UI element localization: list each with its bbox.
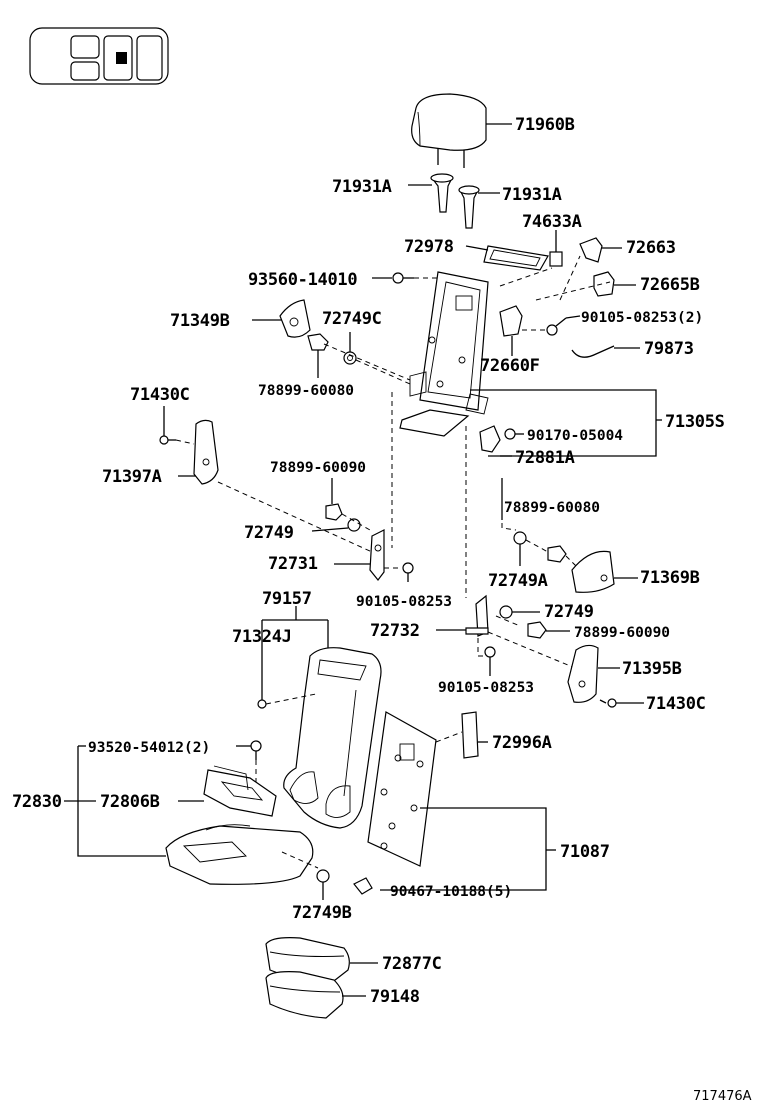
nut-72749-right[interactable]	[499, 605, 513, 619]
nut-72749-left[interactable]	[347, 518, 361, 532]
cover-71349B[interactable]	[279, 299, 311, 338]
bolt-90105-low[interactable]	[484, 646, 496, 658]
label-71397A: 71397A	[102, 467, 162, 487]
label-72749B: 72749B	[292, 903, 352, 923]
bolt-90105-top[interactable]	[546, 317, 567, 336]
label-74633A: 74633A	[522, 212, 582, 232]
label-72806B: 72806B	[100, 792, 160, 812]
cover-71397A[interactable]	[193, 419, 219, 485]
label-71087: 71087	[560, 842, 610, 862]
label-72665B: 72665B	[640, 275, 700, 295]
label-72749-right: 72749	[544, 602, 594, 622]
bracket-72881A[interactable]	[479, 425, 501, 453]
nut-72749C[interactable]	[343, 351, 357, 365]
headrest-support-right[interactable]	[458, 185, 480, 229]
hinge-72731[interactable]	[369, 529, 385, 581]
label-71369B: 71369B	[640, 568, 700, 588]
hinge-72732[interactable]	[465, 594, 489, 637]
label-72830: 72830	[12, 792, 62, 812]
label-71395B: 71395B	[622, 659, 682, 679]
headrest-part[interactable]	[411, 93, 487, 168]
label-71931A-right: 71931A	[502, 185, 562, 205]
label-90170-05004: 90170-05004	[527, 428, 623, 444]
nut-72749A[interactable]	[513, 531, 527, 545]
label-71430C-top: 71430C	[130, 385, 190, 405]
label-78899-60080-left: 78899-60080	[258, 383, 354, 399]
cup-holder-72806B[interactable]	[203, 765, 277, 817]
screw-71430C-top[interactable]	[159, 435, 176, 445]
label-71305S: 71305S	[665, 412, 725, 432]
seat-location-key-icon	[29, 27, 169, 85]
latch-72660F[interactable]	[499, 305, 523, 337]
cap-72665B[interactable]	[593, 271, 615, 297]
bolt-93560[interactable]	[392, 272, 414, 284]
bolt-90105-mid[interactable]	[402, 562, 414, 582]
label-90105-08253-low: 90105-08253	[438, 680, 534, 696]
label-72877C: 72877C	[382, 954, 442, 974]
bracket-72663[interactable]	[579, 237, 603, 263]
label-72749-left: 72749	[244, 523, 294, 543]
seatback-frame[interactable]	[399, 271, 489, 437]
label-72731: 72731	[268, 554, 318, 574]
label-79148: 79148	[370, 987, 420, 1007]
label-78899-60090-left: 78899-60090	[270, 460, 366, 476]
bolt-78899-60090-right[interactable]	[527, 621, 547, 639]
label-78899-60080-right: 78899-60080	[504, 500, 600, 516]
screw-71430C-low[interactable]	[599, 698, 617, 708]
armrest-base-72830[interactable]	[165, 824, 314, 885]
label-93560-14010: 93560-14010	[248, 270, 357, 290]
label-71349B: 71349B	[170, 311, 230, 331]
label-72749A: 72749A	[488, 571, 548, 591]
nut-72749B[interactable]	[316, 869, 330, 883]
label-79157: 79157	[262, 589, 312, 609]
label-90105-08253-2: 90105-08253(2)	[581, 310, 703, 326]
label-72749C: 72749C	[322, 309, 382, 329]
label-79873: 79873	[644, 339, 694, 359]
label-71960B: 71960B	[515, 115, 575, 135]
wire-79873[interactable]	[571, 345, 615, 358]
label-72978: 72978	[404, 237, 454, 257]
label-72732: 72732	[370, 621, 420, 641]
bolt-78899-60080-left[interactable]	[307, 333, 329, 358]
bezel-72978[interactable]	[483, 245, 549, 271]
nut-90170[interactable]	[504, 428, 516, 440]
back-panel-71087[interactable]	[367, 711, 437, 867]
bolt-78899-60090-left[interactable]	[325, 503, 343, 521]
cover-71369B[interactable]	[571, 550, 615, 593]
label-71430C-low: 71430C	[646, 694, 706, 714]
headrest-support-left[interactable]	[430, 173, 454, 213]
label-71931A-left: 71931A	[332, 177, 392, 197]
cover-71395B[interactable]	[567, 644, 599, 703]
clip-74633A[interactable]	[549, 251, 563, 267]
label-90105-08253-mid: 90105-08253	[356, 594, 452, 610]
bolt-78899-60080-right[interactable]	[547, 545, 567, 563]
screw-79157[interactable]	[257, 699, 267, 709]
screw-93520[interactable]	[250, 740, 262, 760]
armrest-cover-71324J[interactable]	[283, 647, 382, 829]
label-71324J: 71324J	[232, 627, 292, 647]
pad-79148[interactable]	[265, 971, 344, 1019]
diagram-id: 717476A	[693, 1089, 752, 1104]
label-72996A: 72996A	[492, 733, 552, 753]
label-90467-10188-5: 90467-10188(5)	[390, 884, 512, 900]
label-72660F: 72660F	[480, 356, 540, 376]
label-78899-60090-right: 78899-60090	[574, 625, 670, 641]
clip-72996A[interactable]	[461, 711, 479, 759]
clip-90467[interactable]	[353, 877, 373, 895]
label-72881A: 72881A	[515, 448, 575, 468]
label-93520-54012-2: 93520-54012(2)	[88, 740, 210, 756]
label-72663: 72663	[626, 238, 676, 258]
